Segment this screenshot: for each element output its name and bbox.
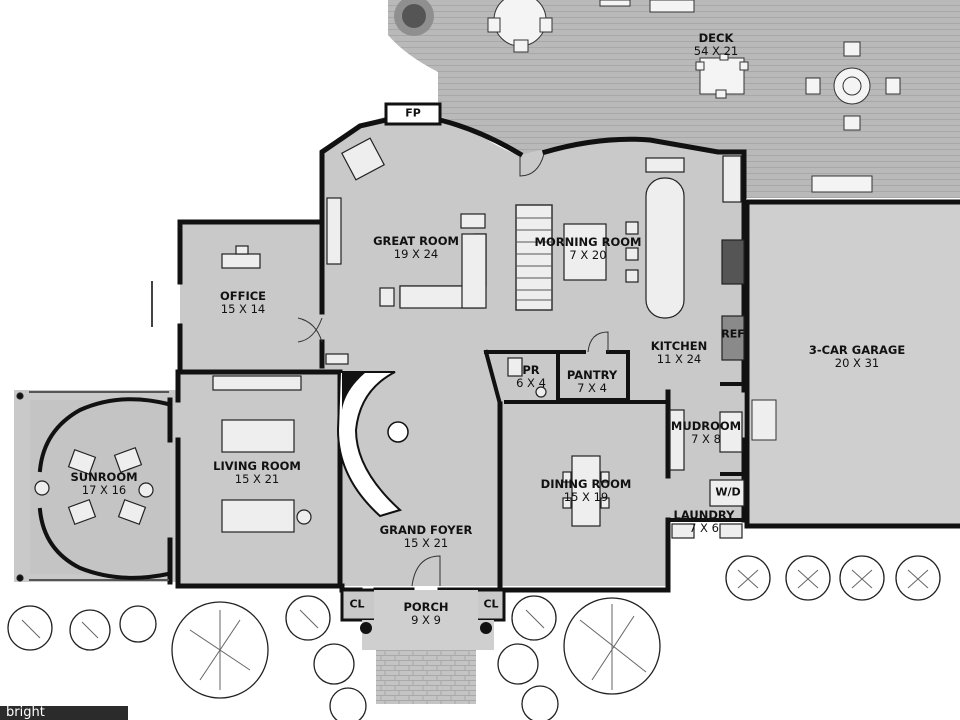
refrigerator-tag: REF bbox=[721, 327, 745, 341]
room-name: DECK bbox=[698, 31, 734, 45]
staircases bbox=[336, 204, 553, 518]
closet-left-tag: CL bbox=[349, 597, 365, 611]
washer-dryer-tag: W/D bbox=[715, 485, 741, 499]
room-label-deck: DECK 54 X 21 bbox=[694, 32, 738, 58]
room-name: LAUNDRY bbox=[673, 508, 735, 522]
room-dims: 7 X 4 bbox=[577, 381, 607, 395]
room-dims: 7 X 8 bbox=[691, 432, 721, 446]
porch bbox=[340, 588, 506, 704]
room-dims: 15 X 21 bbox=[234, 472, 280, 486]
room-dims: 15 X 14 bbox=[220, 302, 266, 316]
room-name: GREAT ROOM bbox=[373, 234, 459, 248]
room-name: GRAND FOYER bbox=[379, 523, 473, 537]
room-name: OFFICE bbox=[219, 289, 267, 303]
room-dims: 15 X 19 bbox=[563, 490, 609, 504]
room-label-office: OFFICE 15 X 14 bbox=[220, 290, 266, 316]
room-label-dining-room: DINING ROOM 15 X 19 bbox=[541, 478, 632, 504]
room-label-pantry: PANTRY 7 X 4 bbox=[567, 369, 617, 395]
furniture bbox=[16, 137, 745, 582]
fireplace-tag: FP bbox=[405, 106, 421, 120]
room-name: KITCHEN bbox=[650, 339, 708, 353]
room-dims: 9 X 9 bbox=[411, 613, 441, 627]
landscaping bbox=[7, 555, 941, 720]
garage-floor bbox=[744, 199, 960, 529]
room-label-porch: PORCH 9 X 9 bbox=[403, 601, 448, 627]
room-name: SUNROOM bbox=[70, 470, 138, 484]
room-dims: 19 X 24 bbox=[393, 247, 439, 261]
room-name: PORCH bbox=[403, 600, 449, 614]
deck-area bbox=[388, 0, 960, 198]
room-label-laundry: LAUNDRY 7 X 6 bbox=[674, 509, 735, 535]
room-dims: 7 X 20 bbox=[569, 248, 607, 262]
room-label-mudroom: MUDROOM 7 X 8 bbox=[671, 420, 741, 446]
closet-right-tag: CL bbox=[483, 597, 499, 611]
room-name: PR bbox=[522, 363, 540, 377]
room-label-garage: 3-CAR GARAGE 20 X 31 bbox=[809, 344, 905, 370]
room-dims: 15 X 21 bbox=[403, 536, 449, 550]
room-name: MORNING ROOM bbox=[534, 235, 642, 249]
room-dims: 20 X 31 bbox=[834, 356, 880, 370]
room-name: PANTRY bbox=[566, 368, 618, 382]
room-dims: 7 X 6 bbox=[689, 521, 719, 535]
brand-watermark-text: bright bbox=[6, 705, 45, 720]
room-dims: 54 X 21 bbox=[693, 44, 739, 58]
room-dims: 17 X 16 bbox=[81, 483, 127, 497]
room-name: LIVING ROOM bbox=[213, 459, 301, 473]
room-label-powder: PR 6 X 4 bbox=[516, 364, 546, 390]
room-label-kitchen: KITCHEN 11 X 24 bbox=[651, 340, 708, 366]
room-label-grand-foyer: GRAND FOYER 15 X 21 bbox=[380, 524, 473, 550]
doors bbox=[297, 153, 609, 587]
room-name: DINING ROOM bbox=[540, 477, 632, 491]
room-dims: 11 X 24 bbox=[656, 352, 702, 366]
room-label-living-room: LIVING ROOM 15 X 21 bbox=[213, 460, 301, 486]
room-label-sunroom: SUNROOM 17 X 16 bbox=[70, 471, 137, 497]
room-dims: 6 X 4 bbox=[516, 376, 546, 390]
room-label-great-room: GREAT ROOM 19 X 24 bbox=[373, 235, 459, 261]
room-name: MUDROOM bbox=[670, 419, 742, 433]
room-label-morning-room: MORNING ROOM 7 X 20 bbox=[535, 236, 642, 262]
brand-watermark: bright bbox=[0, 705, 128, 720]
room-name: 3-CAR GARAGE bbox=[808, 343, 906, 357]
